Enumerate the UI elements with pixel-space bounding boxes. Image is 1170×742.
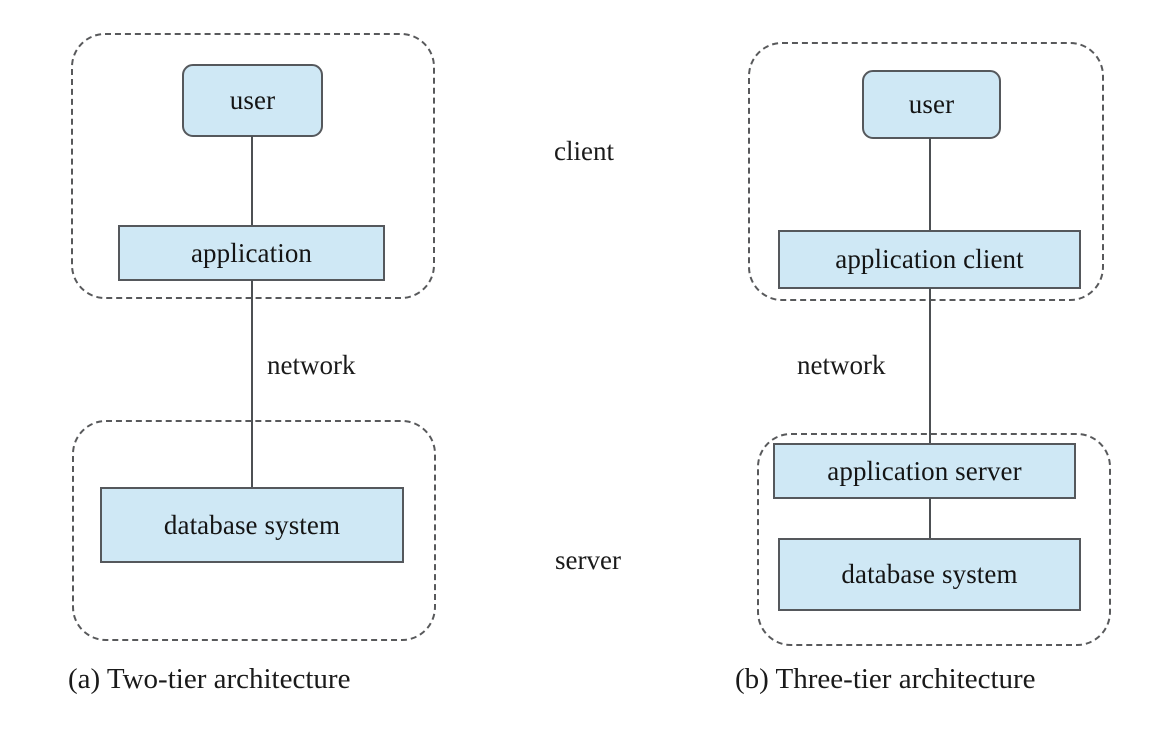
three-tier-server-region [757, 433, 1111, 646]
three-tier-database-system-node[interactable]: database system [778, 538, 1081, 611]
two-tier-network-label: network [267, 350, 356, 380]
server-tier-label: server [555, 545, 621, 575]
two-tier-application-node[interactable]: application [118, 225, 385, 281]
three-tier-connector-application-server-database [929, 498, 931, 539]
three-tier-user-node[interactable]: user [862, 70, 1001, 139]
three-tier-connector-application-client-application-server [929, 288, 931, 444]
two-tier-database-system-label: database system [163, 509, 341, 540]
three-tier-network-label: network [797, 350, 886, 380]
two-tier-application-label: application [190, 237, 313, 268]
three-tier-client-region [748, 42, 1104, 301]
three-tier-user-label: user [908, 89, 955, 119]
two-tier-caption: (a) Two-tier architecture [68, 663, 351, 695]
two-tier-database-system-node[interactable]: database system [100, 487, 404, 563]
three-tier-caption: (b) Three-tier architecture [735, 663, 1036, 695]
two-tier-connector-application-database [251, 280, 253, 488]
two-tier-connector-user-application [251, 136, 253, 226]
two-tier-user-label: user [229, 85, 276, 115]
three-tier-application-client-label: application client [835, 244, 1024, 274]
three-tier-application-client-node[interactable]: application client [778, 230, 1081, 289]
client-tier-label: client [554, 136, 614, 166]
two-tier-user-node[interactable]: user [182, 64, 323, 137]
two-tier-server-region [72, 420, 436, 641]
three-tier-database-system-label: database system [841, 559, 1018, 589]
three-tier-application-server-label: application server [827, 455, 1022, 486]
three-tier-connector-user-application-client [929, 138, 931, 231]
three-tier-application-server-node[interactable]: application server [773, 443, 1076, 499]
two-tier-client-region [71, 33, 435, 299]
